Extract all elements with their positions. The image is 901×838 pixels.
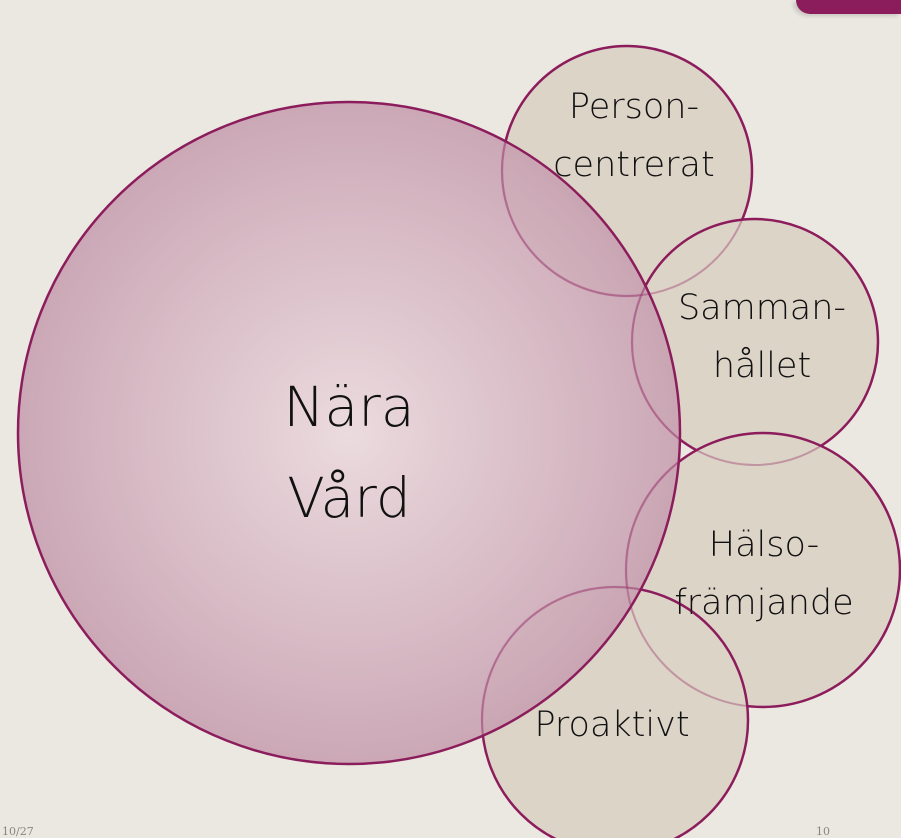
footer-date: 10/27 <box>2 825 34 838</box>
corner-tab <box>796 0 901 14</box>
center-label-line1: Nära <box>283 375 414 439</box>
petal-overlap-outline <box>625 432 901 708</box>
center-circle <box>16 100 682 766</box>
footer-page-number: 10 <box>816 825 830 838</box>
petal-label-person-line2: centrerat <box>553 145 714 185</box>
petal-label-halso-line2: främjande <box>674 583 853 623</box>
petal-overlap-outline <box>501 45 753 297</box>
petal-overlap-outline <box>631 218 879 466</box>
petal-label-halso-line1: Hälso- <box>709 525 819 565</box>
petal-label-person-line1: Person- <box>569 87 699 127</box>
petal-label-samman-line1: Samman- <box>678 288 846 328</box>
petal-label-samman-line2: hållet <box>713 346 811 386</box>
petal-overlap-outline <box>481 586 749 838</box>
center-circle-group <box>16 100 682 766</box>
petal-label-proaktivt: Proaktivt <box>534 705 689 745</box>
center-label-line2: Vård <box>287 466 411 530</box>
